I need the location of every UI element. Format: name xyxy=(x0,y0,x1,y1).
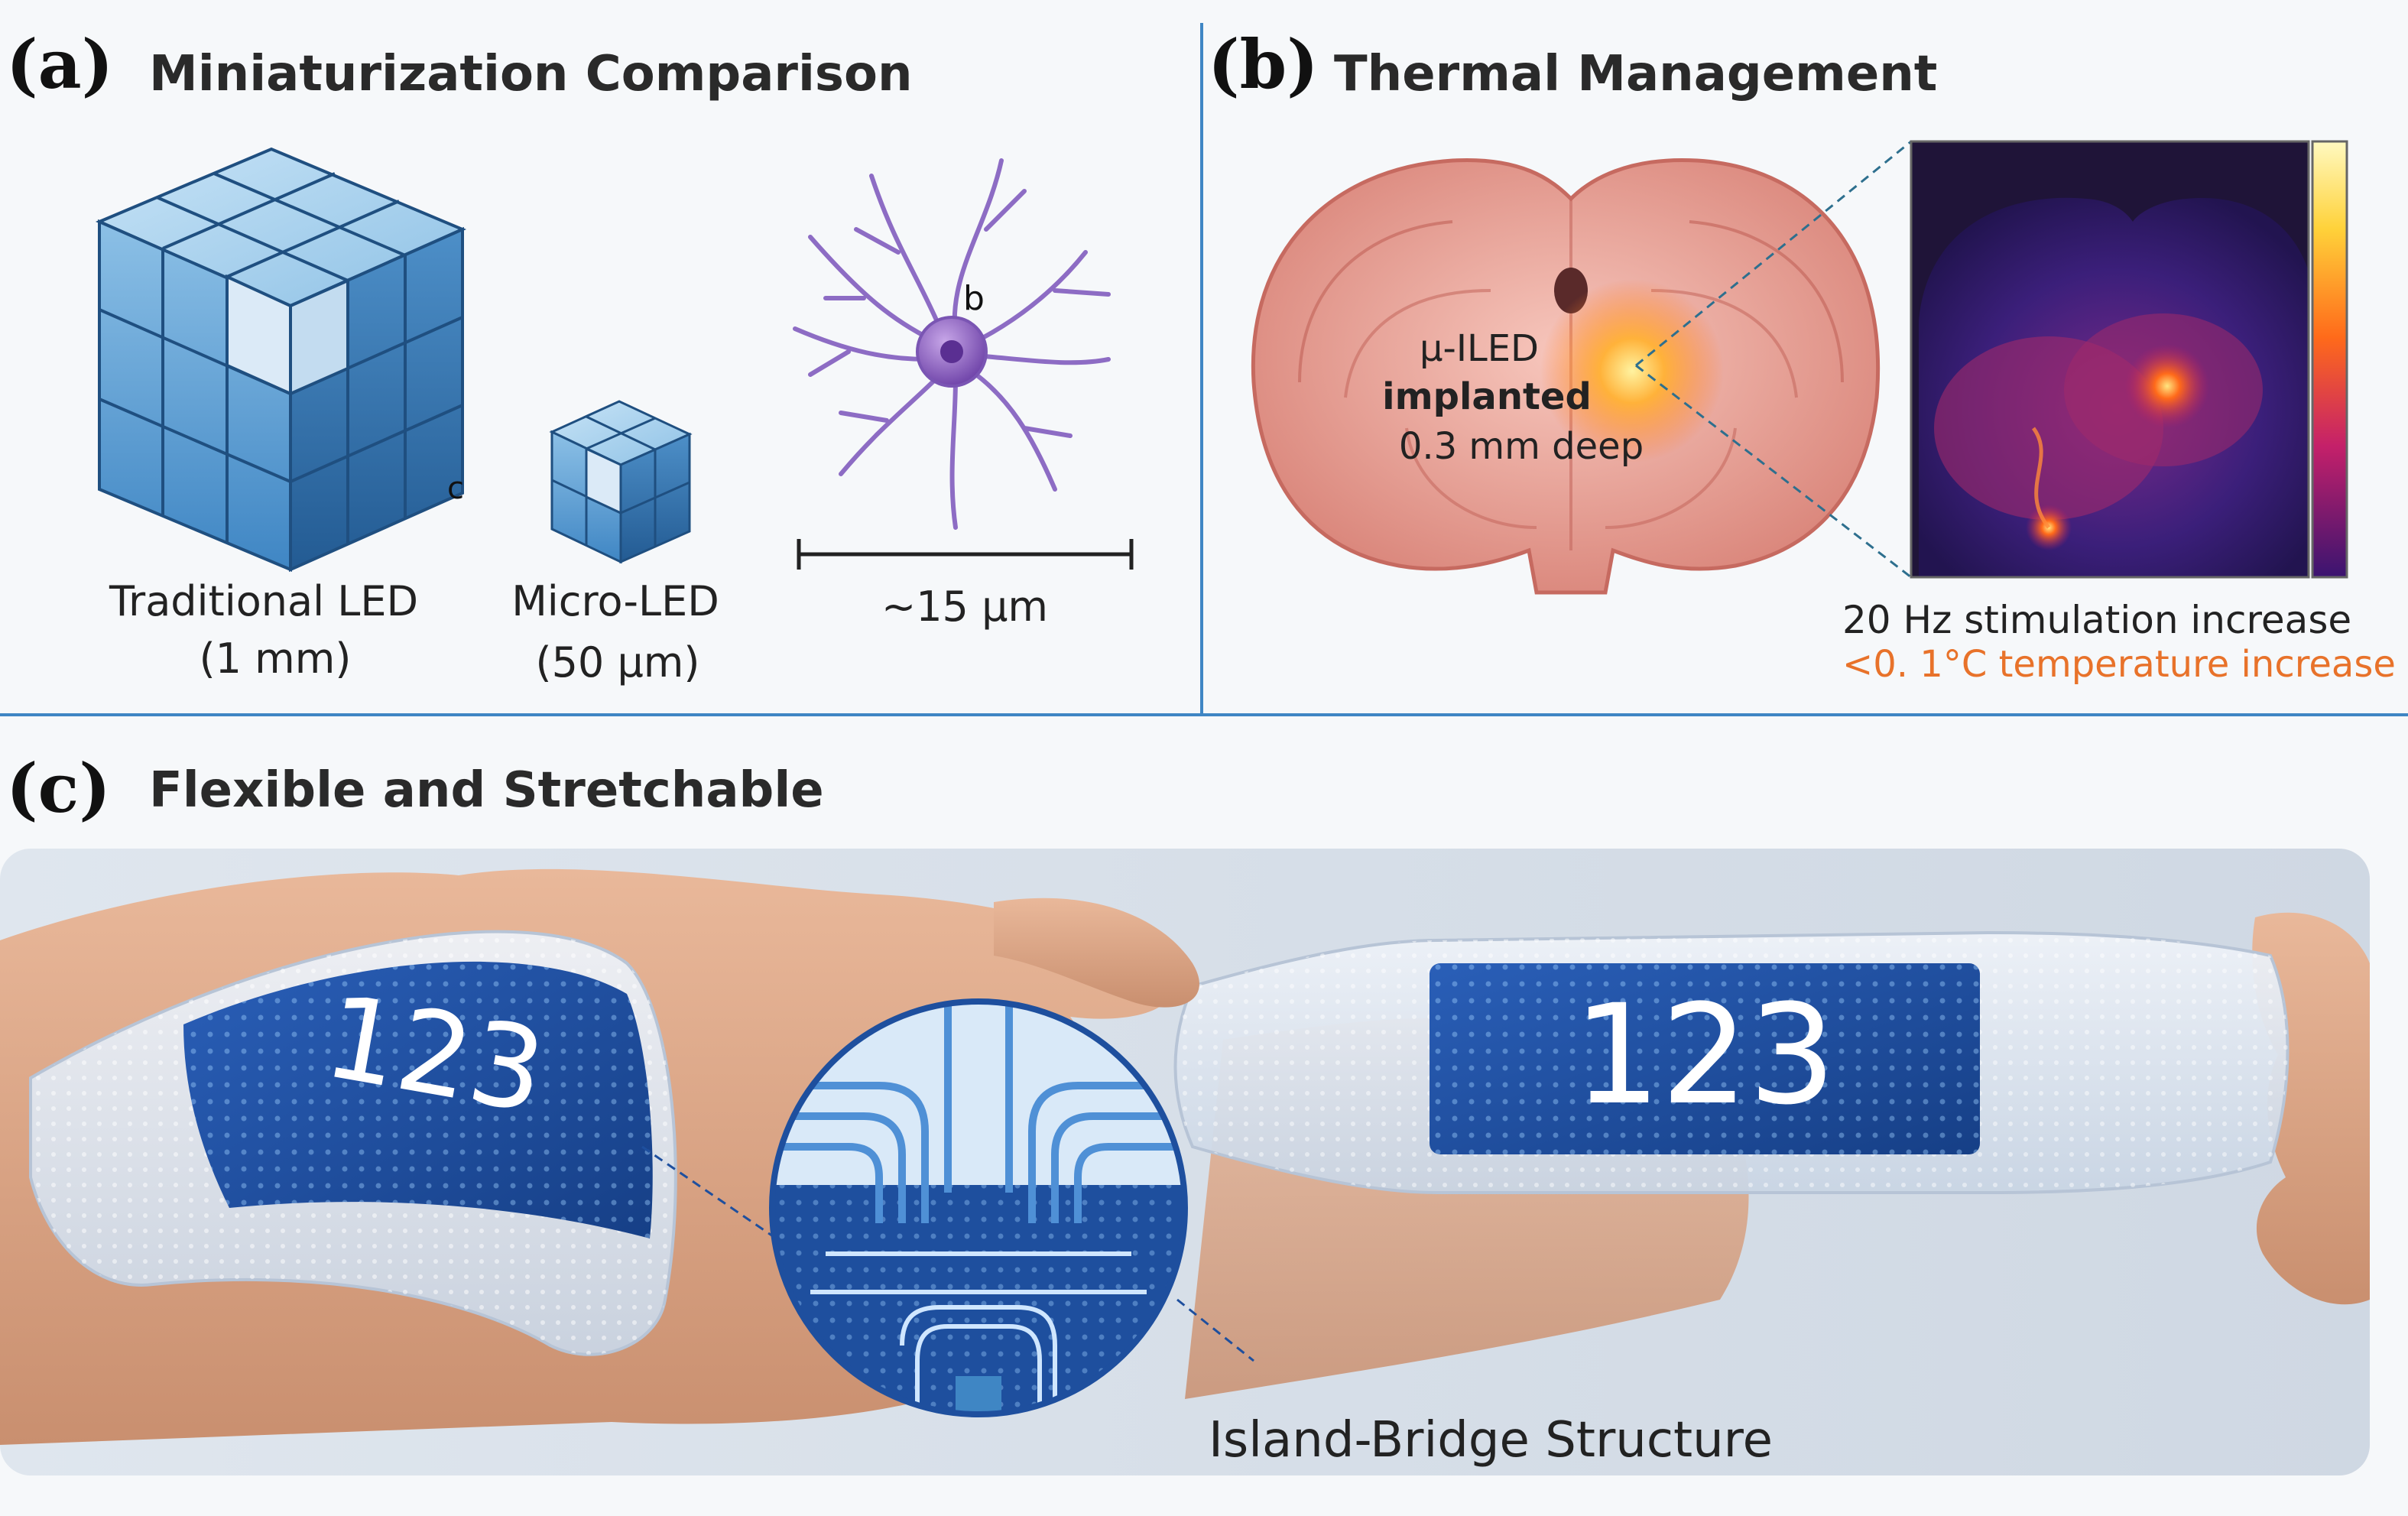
micro-led-cube xyxy=(549,400,693,564)
island-bridge-label: Island-Bridge Structure xyxy=(1209,1412,1773,1469)
panel-b-title: Thermal Management xyxy=(1334,46,1937,102)
connector-upper xyxy=(1635,140,1912,367)
right-stretch-photo xyxy=(994,898,2370,1399)
thermal-image xyxy=(1910,140,2348,579)
stimulation-text: 20 Hz stimulation increase xyxy=(1842,598,2351,642)
brain-slice xyxy=(1251,157,1881,595)
right-display-number: 123 xyxy=(1573,975,1836,1135)
neuron-nucleus xyxy=(940,340,963,363)
traditional-led-label: Traditional LED xyxy=(109,577,418,625)
neuron-illustration xyxy=(793,158,1111,530)
micro-led-label: Micro-LED xyxy=(511,577,719,625)
micro-led-size: (50 μm) xyxy=(536,638,700,687)
panel-c-title: Flexible and Stretchable xyxy=(149,762,824,819)
panel-c: (c) Flexible and Stretchable 123 123 xyxy=(0,748,2370,1475)
panel-b-letter: (b) xyxy=(1208,24,1319,104)
inset-connector-left xyxy=(641,1145,788,1248)
traditional-led-cube xyxy=(95,147,467,573)
led-glow xyxy=(1540,279,1724,463)
stray-letter-b: b xyxy=(963,279,985,318)
panel-a-letter: (a) xyxy=(6,24,113,104)
panel-a: (a) Miniaturization Comparison c xyxy=(6,24,1134,687)
traditional-led-size: (1 mm) xyxy=(200,635,352,683)
led-label-1: μ-ILED xyxy=(1420,327,1539,370)
neuron-scale-label: ~15 μm xyxy=(881,583,1048,631)
neuron-scale-bar xyxy=(797,539,1134,570)
led-label-3: 0.3 mm deep xyxy=(1399,425,1644,468)
panel-a-title: Miniaturization Comparison xyxy=(149,46,913,102)
connector-lower xyxy=(1635,364,1912,579)
led-label-2: implanted xyxy=(1382,375,1592,418)
stray-letter-c: c xyxy=(447,471,464,506)
panel-c-letter: (c) xyxy=(6,748,111,828)
panel-b: (b) Thermal Management μ-ILED implanted … xyxy=(1208,24,2396,686)
temperature-text: <0. 1°C temperature increase xyxy=(1842,643,2396,686)
thermal-colorbar xyxy=(2311,140,2348,579)
inset-connector-right xyxy=(1176,1298,1254,1362)
